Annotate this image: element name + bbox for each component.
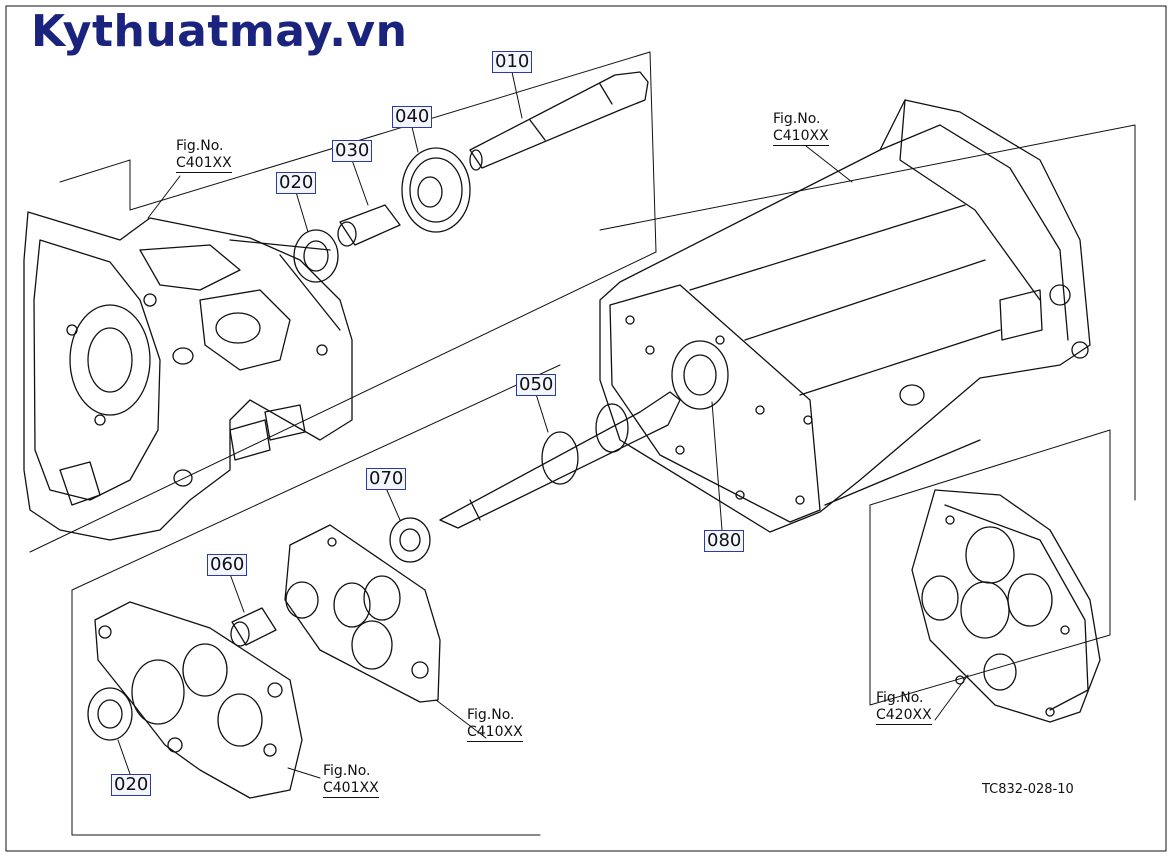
fig-code: C420XX [876, 707, 932, 725]
part-020-top-label[interactable]: 020 [276, 172, 317, 194]
fig-ref-c410-top[interactable]: Fig.No. C410XX [773, 111, 829, 146]
part-050-label[interactable]: 050 [516, 374, 557, 396]
region-line-top [59, 51, 651, 211]
part-080-label[interactable]: 080 [704, 530, 745, 552]
bearing-020-top [293, 229, 339, 283]
drawing-reference: TC832-028-10 [982, 782, 1074, 797]
fig-label: Fig.No. [467, 707, 515, 723]
needle-bearing-060 [230, 607, 277, 647]
input-shaft-010 [469, 71, 649, 171]
region-line-bottom [71, 589, 541, 836]
fig-code: C410XX [467, 724, 523, 742]
collar-030 [337, 204, 401, 247]
part-030-label[interactable]: 030 [332, 140, 373, 162]
gear-040 [401, 147, 471, 233]
fig-ref-c410-mid[interactable]: Fig.No. C410XX [467, 707, 523, 742]
bearing-carrier [94, 601, 303, 799]
part-070-label[interactable]: 070 [366, 468, 407, 490]
fig-label: Fig.No. [176, 138, 224, 154]
part-010-label[interactable]: 010 [492, 51, 533, 73]
fig-ref-c401-bottom[interactable]: Fig.No. C401XX [323, 763, 379, 798]
leader-lines [117, 71, 969, 779]
part-060-label[interactable]: 060 [207, 554, 248, 576]
fig-label: Fig.No. [773, 111, 821, 127]
fig-ref-c420[interactable]: Fig.No. C420XX [876, 690, 932, 725]
bearing-070 [389, 517, 431, 563]
drawing-border [5, 5, 1167, 852]
shaft-050 [439, 391, 681, 529]
fig-label: Fig.No. [876, 690, 924, 706]
clutch-housing [23, 211, 353, 541]
region-line-case [599, 124, 1136, 501]
gasket-plate [284, 524, 441, 703]
fig-code: C401XX [323, 780, 379, 798]
fig-code: C410XX [773, 128, 829, 146]
site-watermark: Kythuatmay.vn [31, 6, 408, 57]
rear-cover [911, 489, 1101, 723]
bearing-020-bottom [87, 687, 133, 741]
transmission-case [599, 99, 1091, 533]
part-040-label[interactable]: 040 [392, 106, 433, 128]
fig-ref-c401-top[interactable]: Fig.No. C401XX [176, 138, 232, 173]
region-line-cover [869, 429, 1111, 706]
fig-label: Fig.No. [323, 763, 371, 779]
fig-code: C401XX [176, 155, 232, 173]
part-020-bottom-label[interactable]: 020 [111, 774, 152, 796]
